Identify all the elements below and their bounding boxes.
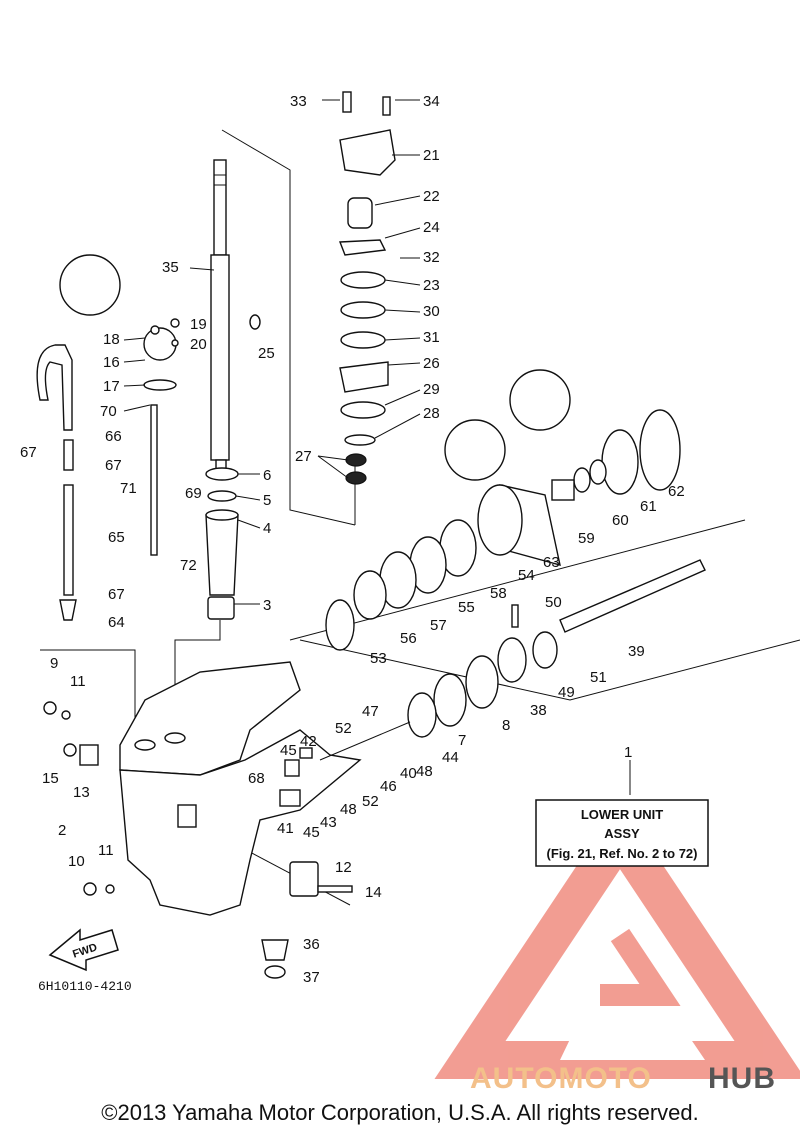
callout-label: 12 bbox=[335, 859, 352, 876]
callout-label: 65 bbox=[108, 529, 125, 546]
callout-label: 64 bbox=[108, 614, 125, 631]
callout-label: 54 bbox=[518, 567, 535, 584]
diagram-id: 6H10110-4210 bbox=[38, 979, 132, 994]
callout-label: 20 bbox=[190, 336, 207, 353]
callout-label: 53 bbox=[370, 650, 387, 667]
callout-label: 38 bbox=[530, 702, 547, 719]
callout-label: 66 bbox=[105, 428, 122, 445]
callout-label: 15 bbox=[42, 770, 59, 787]
callout-label: 45 bbox=[280, 742, 297, 759]
callout-label: 8 bbox=[502, 717, 510, 734]
callout-label: 52 bbox=[362, 793, 379, 810]
callout-label: 51 bbox=[590, 669, 607, 686]
callout-label: 5 bbox=[263, 492, 271, 509]
callout-label: 22 bbox=[423, 188, 440, 205]
callout-label: 3 bbox=[263, 597, 271, 614]
callout-label: 67 bbox=[108, 586, 125, 603]
assembly-info-box: 1 LOWER UNIT ASSY (Fig. 21, Ref. No. 2 t… bbox=[536, 744, 708, 866]
assy-ref-number: 1 bbox=[624, 744, 632, 761]
callout-label: 25 bbox=[258, 345, 275, 362]
callout-label: 50 bbox=[545, 594, 562, 611]
callout-label: 47 bbox=[362, 703, 379, 720]
callout-label: 2 bbox=[58, 822, 66, 839]
callout-label: 43 bbox=[320, 814, 337, 831]
callout-label: 10 bbox=[68, 853, 85, 870]
callout-label: 23 bbox=[423, 277, 440, 294]
callout-label: 67 bbox=[20, 444, 37, 461]
callout-label: 35 bbox=[162, 259, 179, 276]
callout-label: 14 bbox=[365, 884, 382, 901]
callout-label: 56 bbox=[400, 630, 417, 647]
callout-label: 33 bbox=[290, 93, 307, 110]
callout-label: 9 bbox=[50, 655, 58, 672]
callout-label: 19 bbox=[190, 316, 207, 333]
callout-label: 29 bbox=[423, 381, 440, 398]
callout-label: 31 bbox=[423, 329, 440, 346]
callout-label: 59 bbox=[578, 530, 595, 547]
callout-label: 41 bbox=[277, 820, 294, 837]
callout-label: 28 bbox=[423, 405, 440, 422]
callout-label: 60 bbox=[612, 512, 629, 529]
callout-label: 18 bbox=[103, 331, 120, 348]
callout-label: 11 bbox=[70, 673, 86, 690]
callout-label: 27 bbox=[295, 448, 312, 465]
callout-label: 32 bbox=[423, 249, 440, 266]
callout-label: 69 bbox=[185, 485, 202, 502]
lower-housing bbox=[120, 662, 360, 915]
callout-label: 61 bbox=[640, 498, 657, 515]
assy-title-line2: ASSY bbox=[604, 826, 640, 841]
callout-label: 55 bbox=[458, 599, 475, 616]
callout-label: 21 bbox=[423, 147, 440, 164]
callout-label: 46 bbox=[380, 778, 397, 795]
watermark-brand-primary: AUTOMOTO bbox=[470, 1062, 652, 1095]
callout-label: 34 bbox=[423, 93, 440, 110]
callout-label: 37 bbox=[303, 969, 320, 986]
callout-label: 39 bbox=[628, 643, 645, 660]
forward-arrow-icon: FWD bbox=[50, 930, 118, 970]
watermark-logo bbox=[470, 835, 770, 1060]
shift-rod-and-tubes bbox=[37, 345, 157, 620]
callout-label: 49 bbox=[558, 684, 575, 701]
callout-label: 67 bbox=[105, 457, 122, 474]
callout-label: 11 bbox=[98, 842, 114, 859]
drive-shaft bbox=[211, 160, 229, 475]
callout-label: 4 bbox=[263, 520, 271, 537]
callout-label: 40 bbox=[400, 765, 417, 782]
callout-label: 36 bbox=[303, 936, 320, 953]
callout-label: 70 bbox=[100, 403, 117, 420]
callout-label: 26 bbox=[423, 355, 440, 372]
callout-label: 71 bbox=[120, 480, 137, 497]
callout-label: 17 bbox=[103, 378, 120, 395]
callout-label: 68 bbox=[248, 770, 265, 787]
callout-label: 58 bbox=[490, 585, 507, 602]
watermark-brand-secondary: HUB bbox=[708, 1062, 776, 1095]
water-pump-assembly bbox=[340, 92, 395, 484]
callout-label: 16 bbox=[103, 354, 120, 371]
callout-label: 63 bbox=[543, 554, 560, 571]
detail-bubbles bbox=[60, 255, 570, 480]
callout-label: 72 bbox=[180, 557, 197, 574]
callout-label: 57 bbox=[430, 617, 447, 634]
callout-label: 44 bbox=[442, 749, 459, 766]
assy-title-line1: LOWER UNIT bbox=[581, 807, 663, 822]
callout-label: 45 bbox=[303, 824, 320, 841]
callout-label: 6 bbox=[263, 467, 271, 484]
drive-shaft-bearings bbox=[206, 468, 238, 619]
callout-label: 62 bbox=[668, 483, 685, 500]
callout-label: 13 bbox=[73, 784, 90, 801]
assy-note: (Fig. 21, Ref. No. 2 to 72) bbox=[547, 846, 698, 861]
callout-label: 7 bbox=[458, 732, 466, 749]
callout-label: 48 bbox=[340, 801, 357, 818]
callout-label: 30 bbox=[423, 303, 440, 320]
callout-label: 24 bbox=[423, 219, 440, 236]
callout-label: 52 bbox=[335, 720, 352, 737]
callout-label: 42 bbox=[300, 733, 317, 750]
copyright-notice: ©2013 Yamaha Motor Corporation, U.S.A. A… bbox=[0, 1100, 800, 1126]
callout-label: 48 bbox=[416, 763, 433, 780]
